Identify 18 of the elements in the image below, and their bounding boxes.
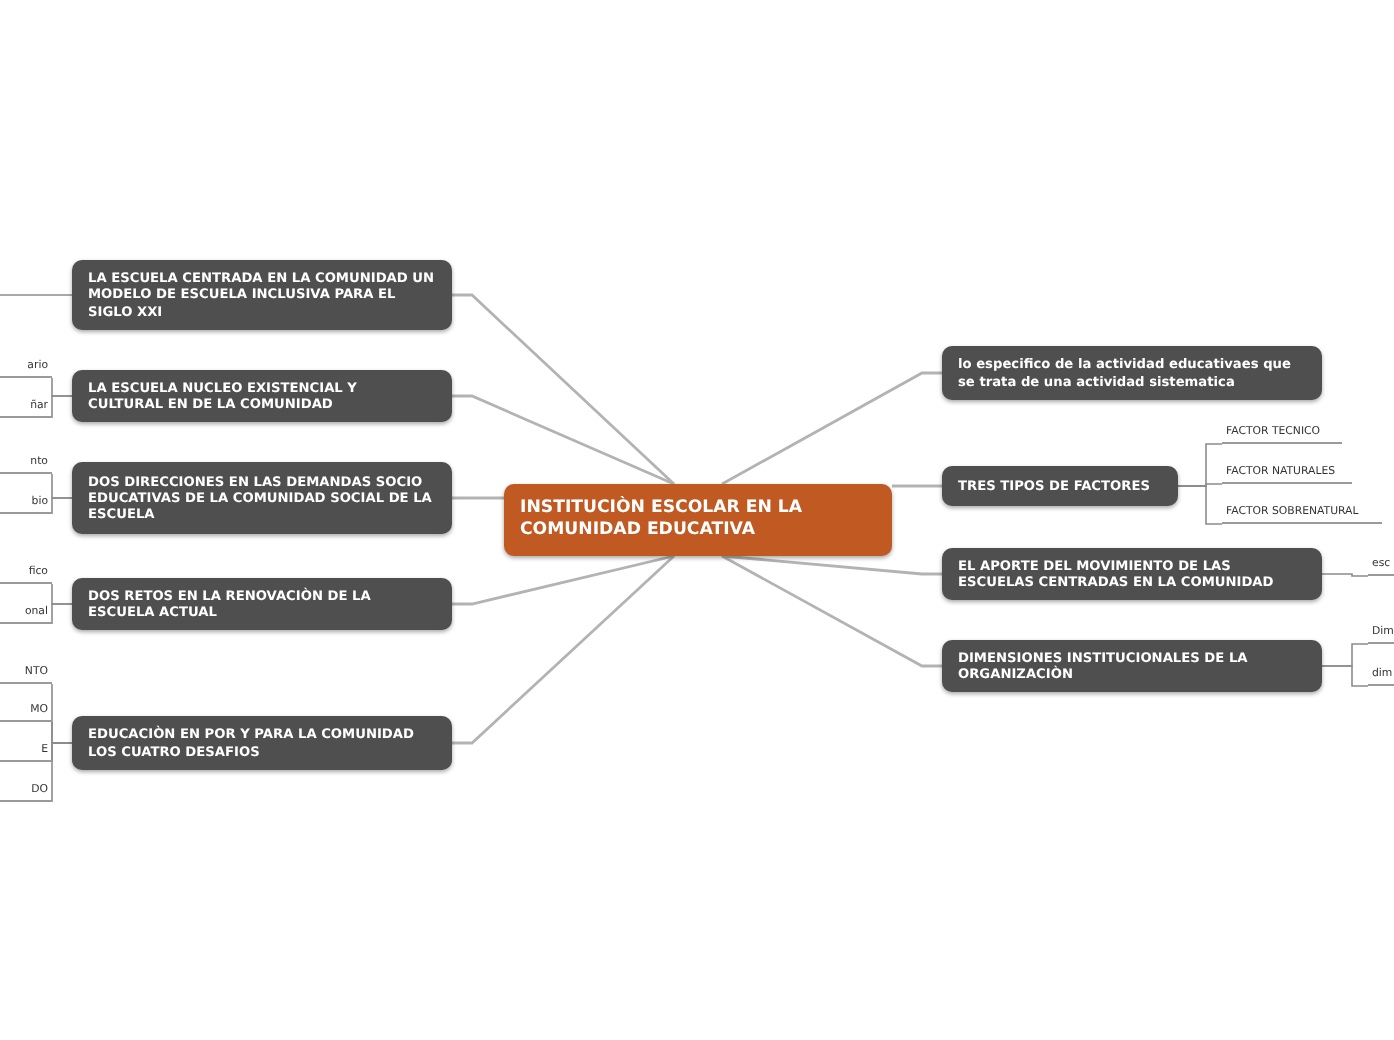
- connector-line: [452, 554, 675, 606]
- connector-line: [1321, 573, 1369, 577]
- central-topic: INSTITUCIÒN ESCOLAR EN LA COMUNIDAD EDUCATIVA: [504, 484, 892, 556]
- connector-line: [721, 371, 942, 486]
- connector-line: [51, 603, 73, 625]
- connector-line: [51, 742, 73, 803]
- connector-line: [452, 394, 675, 486]
- connector-line: [452, 554, 675, 745]
- connector-line: [721, 554, 942, 576]
- connector-line: [51, 497, 73, 515]
- connector-line: [452, 293, 675, 486]
- connector-line: [51, 395, 73, 419]
- connector-line: [1321, 665, 1369, 687]
- connector-line: [452, 496, 504, 500]
- connector-line: [1177, 485, 1223, 525]
- connector-line: [0, 294, 73, 296]
- connector-line: [721, 554, 942, 668]
- connector-line: [892, 484, 942, 488]
